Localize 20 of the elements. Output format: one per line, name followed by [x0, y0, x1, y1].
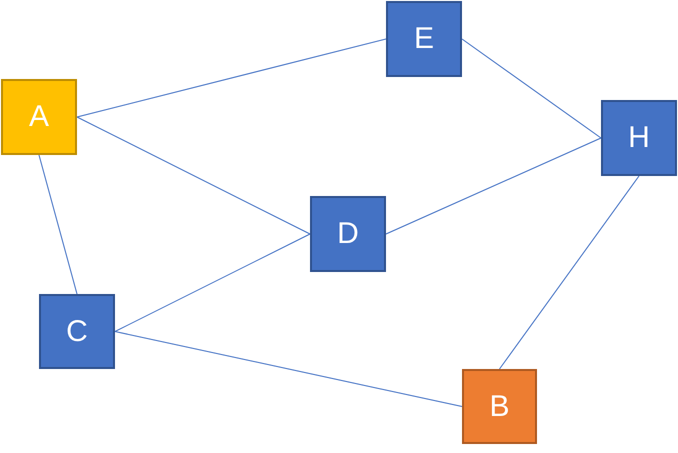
node-label: E [414, 24, 434, 54]
node-label: H [628, 123, 650, 153]
connector-line [114, 234, 310, 332]
connector-line [386, 138, 602, 234]
connector-line [38, 154, 78, 294]
node-label: D [337, 219, 359, 249]
node-label: A [28, 102, 49, 132]
node-box [462, 369, 537, 444]
node-box [386, 1, 462, 77]
node-label: B [489, 392, 510, 422]
connector-line [76, 38, 386, 118]
node-box [1, 79, 77, 155]
node-box [310, 196, 386, 272]
connector-line [462, 38, 602, 138]
node-box [601, 100, 677, 176]
node-label: C [66, 316, 88, 346]
connector-line [76, 116, 310, 234]
connector-line [114, 331, 462, 407]
connector-line [499, 176, 640, 370]
node-box [39, 294, 115, 369]
